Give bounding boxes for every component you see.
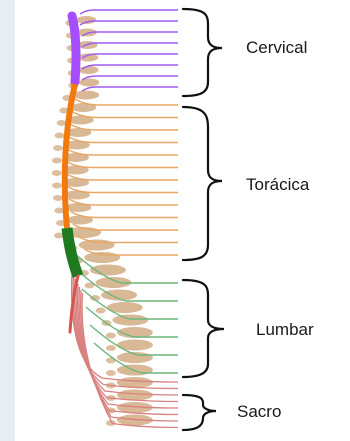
- thoracic-nerve: [69, 199, 178, 205]
- cervical-nerve: [82, 87, 178, 91]
- vertebra-process: [53, 145, 63, 151]
- label-sacro: Sacro: [237, 402, 281, 421]
- vertebra: [84, 252, 120, 263]
- thoracic-nerve: [67, 149, 178, 155]
- cord-segment-cervical: [72, 16, 76, 82]
- thoracic-nerve: [71, 212, 178, 218]
- cervical-nerves: [80, 10, 178, 91]
- brace-toracica: [183, 107, 222, 260]
- label-cervical: Cervical: [246, 38, 307, 57]
- thoracic-nerve: [67, 174, 178, 180]
- cervical-nerve: [80, 21, 178, 25]
- vertebra-process: [53, 195, 63, 201]
- vertebra-process: [106, 370, 116, 376]
- brace-sacro: [183, 395, 216, 430]
- vertebra-process: [52, 158, 62, 164]
- thoracic-nerve: [68, 187, 178, 193]
- thoracic-nerve: [72, 112, 178, 118]
- cervical-nerve: [82, 76, 178, 80]
- cervical-nerve: [82, 32, 178, 36]
- thoracic-nerve: [67, 162, 178, 168]
- thoracic-nerve: [75, 99, 178, 105]
- vertebra: [112, 315, 148, 326]
- cervical-nerve: [80, 10, 178, 14]
- label-toracica: Torácica: [246, 175, 310, 194]
- vertebra-process: [54, 133, 64, 139]
- thoracic-nerve: [68, 137, 178, 143]
- vertebra: [79, 240, 115, 251]
- thoracic-nerve: [73, 224, 178, 230]
- vertebra-process: [96, 308, 106, 314]
- vertebra-process: [52, 170, 62, 176]
- vertebra: [117, 365, 153, 376]
- thoracic-nerve: [79, 237, 178, 243]
- vertebra-process: [52, 183, 62, 189]
- brace-lumbar: [183, 280, 224, 377]
- thoracic-nerve: [70, 124, 178, 130]
- region-braces: [183, 9, 224, 430]
- vertebra: [73, 91, 99, 100]
- label-lumbar: Lumbar: [256, 320, 314, 339]
- vertebra: [79, 66, 99, 74]
- vertebra-process: [106, 333, 116, 339]
- brace-cervical: [183, 9, 222, 96]
- vertebra-process: [106, 345, 116, 351]
